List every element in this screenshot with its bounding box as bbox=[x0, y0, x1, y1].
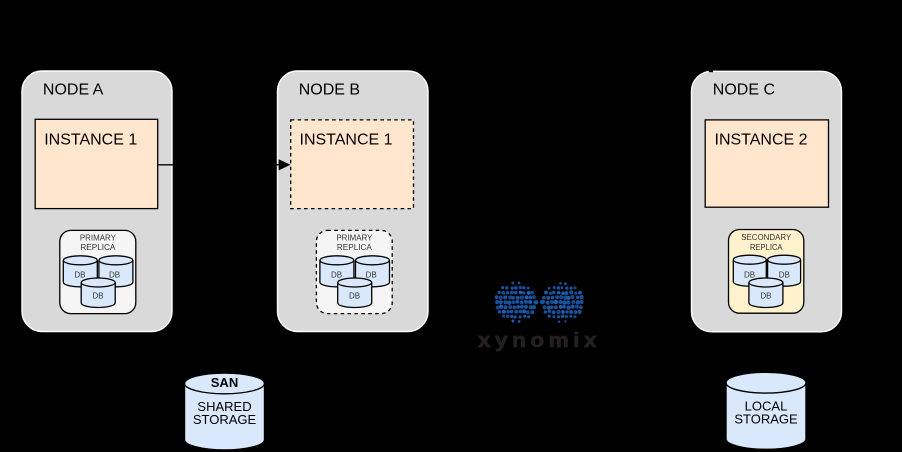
svg-text:REPLICA: REPLICA bbox=[80, 243, 116, 252]
svg-text:STORAGE: STORAGE bbox=[734, 412, 798, 427]
svg-text:INSTANCE 2: INSTANCE 2 bbox=[715, 132, 808, 149]
svg-text:SHARED: SHARED bbox=[197, 399, 251, 414]
svg-text:PRIMARY: PRIMARY bbox=[336, 233, 373, 242]
svg-text:PRIMARY: PRIMARY bbox=[80, 233, 117, 242]
svg-text:SAN: SAN bbox=[211, 375, 238, 390]
svg-text:INSTANCE 1: INSTANCE 1 bbox=[300, 132, 393, 149]
svg-text:NODE A: NODE A bbox=[43, 81, 104, 98]
svg-text:STORAGE: STORAGE bbox=[193, 412, 257, 427]
svg-text:REPLICA: REPLICA bbox=[337, 243, 373, 252]
svg-text:DB: DB bbox=[744, 270, 755, 279]
svg-text:DB: DB bbox=[349, 292, 360, 301]
svg-text:NODE C: NODE C bbox=[713, 81, 775, 98]
svg-text:REPLICA: REPLICA bbox=[750, 243, 783, 252]
svg-text:DB: DB bbox=[760, 292, 771, 301]
svg-text:NODE B: NODE B bbox=[299, 81, 360, 98]
svg-text:DB: DB bbox=[92, 292, 103, 301]
svg-text:DB: DB bbox=[366, 270, 377, 279]
svg-text:DB: DB bbox=[109, 270, 120, 279]
svg-text:xynomix: xynomix bbox=[478, 330, 601, 352]
svg-text:SECONDARY: SECONDARY bbox=[741, 233, 792, 242]
svg-text:DB: DB bbox=[74, 270, 85, 279]
svg-text:LOCAL: LOCAL bbox=[745, 399, 788, 414]
svg-text:DB: DB bbox=[331, 270, 342, 279]
svg-text:DB: DB bbox=[779, 270, 790, 279]
svg-text:INSTANCE 1: INSTANCE 1 bbox=[44, 132, 137, 149]
